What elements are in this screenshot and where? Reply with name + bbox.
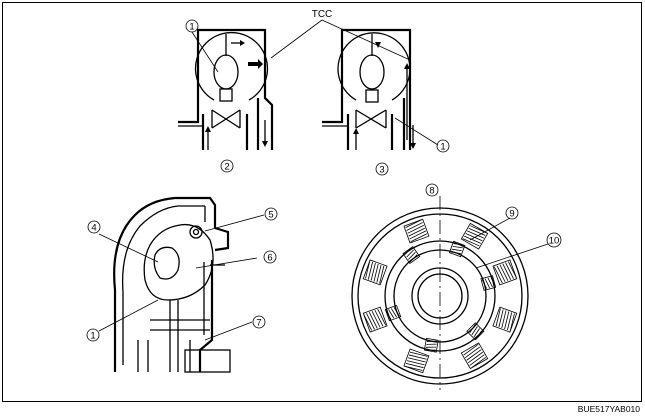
svg-text:9: 9 [509,209,514,220]
callout-4: 4 [87,220,101,234]
arrow-down-icon [410,143,416,149]
svg-text:1: 1 [90,331,95,342]
schematic-tcc-released [178,28,274,150]
callout-1a: 1 [185,19,199,33]
callout-5: 5 [264,207,278,221]
damper-inner-spring [423,337,439,353]
diagram-frame [2,2,642,402]
damper-spring [460,222,489,250]
arrow-up-icon [205,126,211,132]
damper-inner-spring [466,322,485,341]
damper-inner-spring [384,304,402,322]
tcc-label: TCC [312,9,333,20]
damper-spring [403,218,430,244]
svg-text:10: 10 [549,236,560,247]
svg-text:5: 5 [268,210,273,221]
damper-inner-spring [402,246,421,264]
callout-2: 2 [220,159,234,173]
svg-text:2: 2 [224,162,229,173]
arrow-down-icon [262,141,268,147]
damper-spring [362,306,388,333]
arrow-up-icon [353,128,359,134]
svg-text:6: 6 [267,253,272,264]
svg-text:3: 3 [379,165,384,176]
callout-1c: 1 [86,328,100,342]
callout-7: 7 [252,315,266,329]
svg-text:1: 1 [189,22,194,33]
damper-inner-spring [480,275,497,291]
svg-text:7: 7 [256,318,261,329]
damper-inner-spring [448,240,466,258]
callout-6: 6 [263,250,277,264]
tcc-leader-right [321,19,411,61]
damper-spring [403,348,430,374]
callout-3: 3 [375,162,389,176]
figure-code: BUE517YAB010 [578,404,640,414]
callout-8: 8 [425,183,439,197]
arrow-icon [375,42,381,48]
svg-text:8: 8 [429,186,434,197]
damper-spring [492,259,518,286]
callout-9: 9 [505,206,519,220]
damper-spring [362,259,388,286]
damper-spring [492,306,518,333]
damper-disc [351,196,529,390]
damper-spring [460,342,489,370]
arrow-icon [240,40,245,46]
arrow-up-icon [404,63,410,69]
schematic-tcc-applied [322,28,439,150]
flow-arrow-icon [248,59,263,69]
svg-text:4: 4 [91,223,96,234]
callout-10: 10 [546,232,562,248]
tcc-leader-left [270,19,323,59]
callout-1b: 1 [436,139,450,153]
svg-text:1: 1 [440,142,445,153]
torque-converter-section [113,196,231,373]
